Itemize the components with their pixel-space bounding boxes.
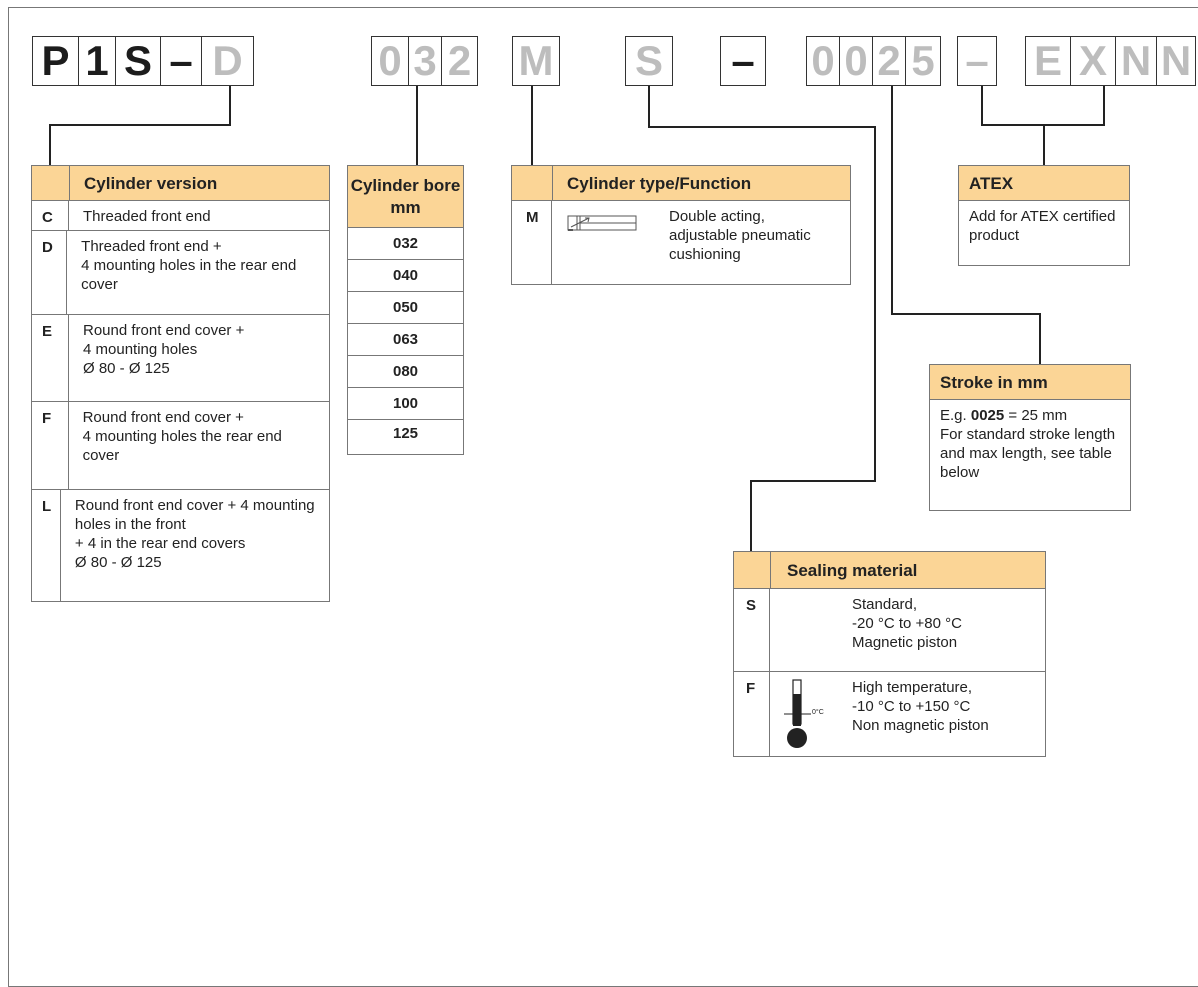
row-code: F bbox=[734, 672, 770, 756]
connector-line bbox=[648, 126, 876, 128]
connector-line bbox=[49, 124, 51, 166]
table-row: D Threaded front end + 4 mounting holes … bbox=[32, 231, 329, 315]
code-char: S bbox=[625, 36, 673, 86]
code-char: 2 bbox=[872, 36, 906, 86]
cylinder-type-title: Cylinder type/Function bbox=[567, 174, 752, 193]
cylinder-bore-unit: mm bbox=[390, 198, 421, 217]
table-row: C Threaded front end bbox=[32, 201, 329, 231]
connector-line bbox=[981, 86, 983, 126]
row-code: D bbox=[32, 231, 68, 314]
cylinder-type-header: Cylinder type/Function bbox=[512, 166, 850, 201]
code-char: S bbox=[115, 36, 161, 86]
sealing-material-title: Sealing material bbox=[787, 561, 918, 580]
connector-line bbox=[1103, 86, 1105, 126]
thermometer-label: 0°C bbox=[812, 709, 824, 716]
cylinder-version-rows: C Threaded front end D Threaded front en… bbox=[32, 201, 329, 602]
row-desc: Double acting, adjustable pneumatic cush… bbox=[669, 208, 811, 263]
connector-line bbox=[648, 86, 650, 128]
code-char: N bbox=[1156, 36, 1196, 86]
row-code: F bbox=[32, 402, 69, 489]
row-desc: Standard, -20 °C to +80 °C Magnetic pist… bbox=[852, 596, 962, 651]
row-desc: Round front end cover + 4 mounting holes… bbox=[83, 322, 245, 377]
cylinder-type-box: Cylinder type/Function M Double acting, … bbox=[511, 165, 851, 285]
code-char: – bbox=[720, 36, 766, 86]
code-char: 5 bbox=[905, 36, 941, 86]
cylinder-bore-title: Cylinder bore bbox=[350, 176, 461, 195]
table-row: M Double acting, adjustable pneumatic cu… bbox=[512, 201, 850, 284]
stroke-box: Stroke in mm E.g. 0025 = 25 mm For stand… bbox=[929, 364, 1131, 511]
bore-value: 080 bbox=[348, 356, 463, 388]
stroke-example-code: 0025 bbox=[970, 407, 1005, 424]
atex-box: ATEX Add for ATEX certified product bbox=[958, 165, 1130, 266]
code-char: 3 bbox=[408, 36, 442, 86]
connector-line bbox=[1039, 313, 1041, 365]
table-row: L Round front end cover + 4 mounting hol… bbox=[32, 490, 329, 602]
double-acting-cylinder-icon bbox=[552, 201, 657, 284]
connector-line bbox=[416, 86, 418, 166]
code-char: M bbox=[512, 36, 560, 86]
code-char: D bbox=[201, 36, 254, 86]
connector-line bbox=[891, 313, 1041, 315]
sealing-material-box: Sealing material S Standard, -20 °C to +… bbox=[733, 551, 1046, 757]
connector-line bbox=[750, 480, 876, 482]
row-code: E bbox=[32, 315, 69, 401]
row-code: S bbox=[734, 589, 770, 671]
connector-line bbox=[891, 86, 893, 315]
cylinder-version-header: Cylinder version bbox=[32, 166, 329, 201]
connector-line bbox=[229, 86, 231, 125]
table-row: S Standard, -20 °C to +80 °C Magnetic pi… bbox=[734, 589, 1045, 672]
connector-line bbox=[1043, 124, 1045, 166]
connector-line bbox=[49, 124, 231, 126]
bore-value: 125 bbox=[392, 425, 419, 442]
row-desc: Threaded front end bbox=[83, 208, 211, 225]
stroke-example: E.g. 0025 = 25 mm bbox=[930, 400, 1130, 425]
row-desc: Threaded front end + 4 mounting holes in… bbox=[81, 238, 297, 293]
row-code: C bbox=[32, 201, 69, 230]
code-char: – bbox=[160, 36, 202, 86]
stroke-desc: For standard stroke length and max lengt… bbox=[940, 426, 1116, 481]
row-desc: Round front end cover + 4 mounting holes… bbox=[82, 409, 282, 464]
code-char: P bbox=[32, 36, 79, 86]
thermometer-icon: 0°C bbox=[770, 672, 852, 756]
code-char: 1 bbox=[78, 36, 116, 86]
code-char: X bbox=[1070, 36, 1116, 86]
table-row: F Round front end cover + 4 mounting hol… bbox=[32, 402, 329, 490]
sealing-material-header: Sealing material bbox=[734, 552, 1045, 589]
row-code: M bbox=[512, 201, 552, 284]
stroke-title: Stroke in mm bbox=[930, 365, 1130, 400]
code-char: N bbox=[1115, 36, 1157, 86]
code-char: 0 bbox=[839, 36, 873, 86]
bore-value: 032 bbox=[348, 228, 463, 260]
row-desc: Round front end cover + 4 mounting holes… bbox=[74, 497, 315, 571]
bore-value: 050 bbox=[348, 292, 463, 324]
bore-value: 063 bbox=[348, 324, 463, 356]
code-char: 0 bbox=[371, 36, 409, 86]
row-desc: High temperature, -10 °C to +150 °C Non … bbox=[852, 679, 989, 734]
bore-value: 100 bbox=[348, 388, 463, 420]
row-code: L bbox=[32, 490, 61, 602]
bore-value: 040 bbox=[348, 260, 463, 292]
cylinder-version-title: Cylinder version bbox=[84, 174, 218, 193]
table-row: E Round front end cover + 4 mounting hol… bbox=[32, 315, 329, 402]
stroke-example-prefix: E.g. bbox=[940, 407, 971, 424]
stroke-example-suffix: = 25 mm bbox=[1004, 407, 1068, 424]
atex-desc: Add for ATEX certified product bbox=[969, 208, 1116, 244]
atex-title: ATEX bbox=[959, 166, 1129, 201]
connector-line bbox=[531, 86, 533, 166]
code-char: – bbox=[957, 36, 997, 86]
cylinder-version-box: Cylinder version C Threaded front end D … bbox=[31, 165, 330, 602]
connector-line bbox=[874, 126, 876, 482]
code-char: 2 bbox=[441, 36, 478, 86]
table-row: F 0°C High temperature, -10 °C to +150 °… bbox=[734, 672, 1045, 756]
code-char: E bbox=[1025, 36, 1071, 86]
cylinder-bore-header: Cylinder bore mm bbox=[348, 166, 463, 228]
code-char: 0 bbox=[806, 36, 840, 86]
connector-line bbox=[750, 480, 752, 552]
cylinder-bore-box: Cylinder bore mm 032 040 050 063 080 100… bbox=[347, 165, 464, 455]
